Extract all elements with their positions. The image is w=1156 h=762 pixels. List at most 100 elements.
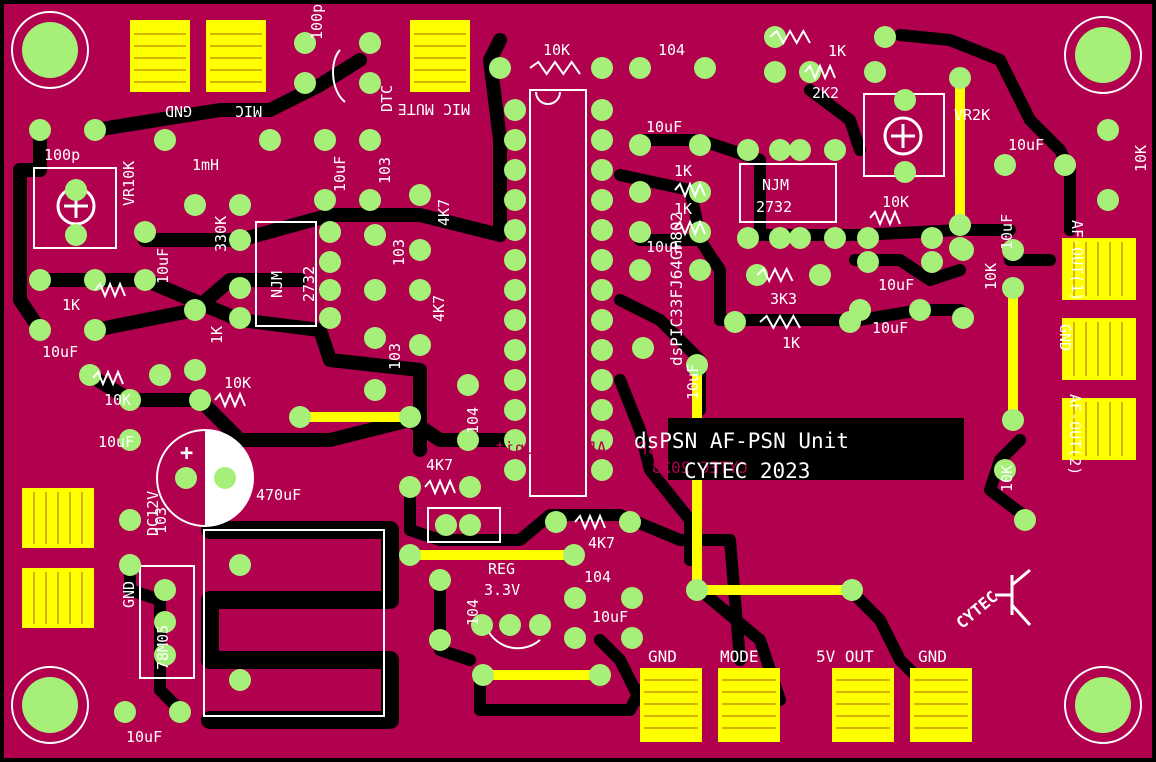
solder-pad <box>504 189 526 211</box>
label-c10uf-m2: 10uF <box>646 238 682 256</box>
solder-pad <box>591 369 613 391</box>
label-r10k-r1: 10K <box>1132 145 1150 172</box>
label-mode: MODE <box>720 647 759 666</box>
label-c470uf: 470uF <box>256 486 301 504</box>
solder-pad <box>169 701 191 723</box>
solder-pad <box>289 406 311 428</box>
label-c104-mid: 104 <box>464 407 482 434</box>
solder-pad <box>1014 509 1036 531</box>
label-c10uf-l: 10uF <box>42 343 78 361</box>
solder-pad <box>949 214 971 236</box>
solder-pad <box>591 129 613 151</box>
solder-pad <box>504 369 526 391</box>
solder-pad <box>874 26 896 48</box>
solder-pad <box>149 364 171 386</box>
label-dc12v: DC12V <box>144 491 162 536</box>
label-c10uf-r: 10uF <box>592 608 628 626</box>
label-c10uf-r1: 10uF <box>1008 136 1044 154</box>
label-njm2-a: NJM <box>762 176 789 194</box>
solder-pad <box>564 587 586 609</box>
label-r1k-m1: 1K <box>674 162 692 180</box>
solder-pad <box>154 579 176 601</box>
label-njm2-b: 2732 <box>756 198 792 216</box>
solder-pad <box>364 224 386 246</box>
solder-pad <box>1097 119 1119 141</box>
solder-pad <box>857 251 879 273</box>
silkscreen-labels: GND MIC MIC MUTE 100p DTC 10K 104 1K 2K2… <box>42 4 1150 746</box>
label-af-out1: AF-OUT(1) <box>1068 220 1086 301</box>
label-njm1-b: 2732 <box>300 266 318 302</box>
solder-pad <box>489 57 511 79</box>
label-c10uf-m1: 10uF <box>646 118 682 136</box>
solder-pad <box>314 189 336 211</box>
solder-pad <box>921 227 943 249</box>
solder-pad <box>629 259 651 281</box>
solder-pad <box>949 67 971 89</box>
solder-pad <box>994 154 1016 176</box>
solder-pad <box>921 251 943 273</box>
solder-pad <box>119 389 141 411</box>
resistor-symbol-icon <box>424 478 456 496</box>
label-vr10k: VR10K <box>120 161 138 206</box>
label-c104-r: 104 <box>584 568 611 586</box>
solder-pad <box>429 629 451 651</box>
solder-pad <box>459 514 481 536</box>
resistor-symbol-icon <box>804 63 836 81</box>
solder-pad <box>857 227 879 249</box>
solder-pad <box>864 61 886 83</box>
solder-pad <box>154 644 176 666</box>
solder-pad <box>229 554 251 576</box>
solder-pad <box>689 259 711 281</box>
label-dtc: DTC <box>378 85 396 112</box>
solder-pad <box>472 664 494 686</box>
resistor-symbol-icon <box>674 219 706 237</box>
solder-pad <box>504 309 526 331</box>
label-r10k-l1: 10K <box>224 374 251 392</box>
solder-pad <box>591 399 613 421</box>
solder-pad <box>189 389 211 411</box>
solder-pad <box>409 239 431 261</box>
label-reg-b: 3.3V <box>484 581 520 599</box>
solder-pad <box>457 429 479 451</box>
solder-pad <box>359 129 381 151</box>
mirrored-title: dsPSN AF-PSN Unit <box>494 439 668 459</box>
solder-pad <box>1002 239 1024 261</box>
resistor-symbol-icon <box>574 513 606 531</box>
solder-pad <box>619 511 641 533</box>
solder-pad <box>364 279 386 301</box>
solder-pad <box>686 579 708 601</box>
solder-pad <box>229 229 251 251</box>
solder-pad <box>359 189 381 211</box>
mounting-holes <box>11 11 1142 744</box>
solder-pad <box>184 299 206 321</box>
label-r1k-top: 1K <box>828 42 846 60</box>
solder-pad <box>364 327 386 349</box>
solder-pad <box>154 611 176 633</box>
label-r10k-r3: 10K <box>998 465 1016 492</box>
label-njm1-a: NJM <box>268 271 286 298</box>
solder-pad <box>29 119 51 141</box>
solder-pad <box>591 99 613 121</box>
solder-pad <box>894 89 916 111</box>
solder-pad <box>504 399 526 421</box>
label-r10k-l2: 10K <box>104 391 131 409</box>
solder-pad <box>359 32 381 54</box>
label-mic: MIC <box>235 102 262 120</box>
electrolytic-capacitor: + <box>156 429 254 527</box>
label-r1k-m3: 1K <box>782 334 800 352</box>
label-r2k2: 2K2 <box>812 84 839 102</box>
label-r10k-m: 10K <box>882 193 909 211</box>
solder-pad <box>319 251 341 273</box>
solder-pad <box>789 139 811 161</box>
solder-pad <box>399 544 421 566</box>
solder-pad <box>134 269 156 291</box>
label-gnd-b1: GND <box>648 647 677 666</box>
solder-pad <box>591 339 613 361</box>
label-c10uf-v: 10uF <box>684 364 702 400</box>
resistor-symbol-icon <box>214 391 246 409</box>
solder-pad <box>134 221 156 243</box>
solder-pad <box>764 26 786 48</box>
solder-pad <box>629 181 651 203</box>
solder-pad <box>429 569 451 591</box>
